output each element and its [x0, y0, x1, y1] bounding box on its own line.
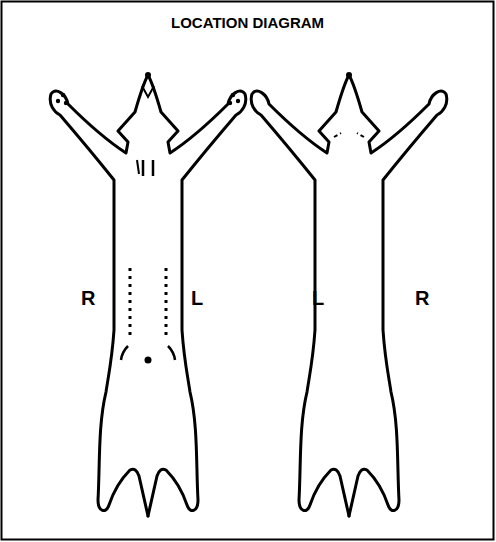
dorsal-figure	[251, 72, 447, 516]
ventral-figure	[50, 72, 246, 516]
side-label: R	[81, 288, 95, 308]
side-label: L	[191, 288, 203, 308]
diagram-title: LOCATION DIAGRAM	[171, 15, 324, 30]
side-label: L	[312, 288, 324, 308]
side-label: R	[415, 288, 429, 308]
